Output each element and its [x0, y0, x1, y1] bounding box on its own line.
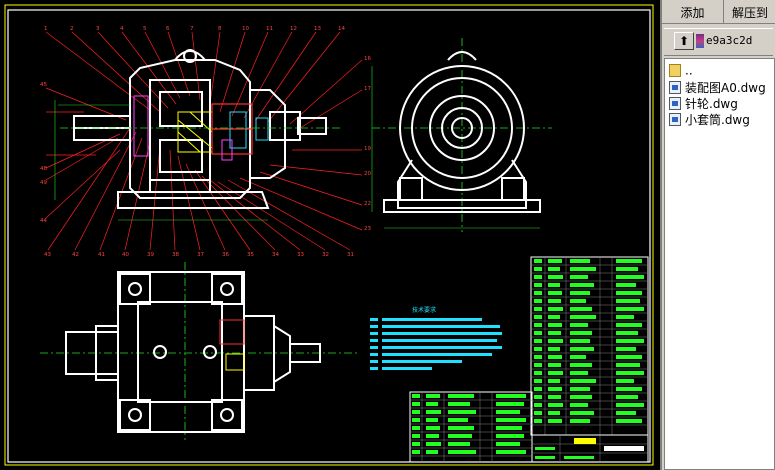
technical-requirements: 技术要求 [370, 306, 502, 370]
svg-text:6: 6 [166, 26, 170, 32]
svg-text:5: 5 [143, 26, 147, 32]
svg-text:32: 32 [322, 252, 329, 258]
file-item-sleeve-dwg[interactable]: 小套筒.dwg [669, 111, 750, 127]
svg-text:44: 44 [40, 218, 47, 224]
svg-text:35: 35 [247, 252, 254, 258]
svg-text:16: 16 [364, 56, 371, 62]
svg-text:2: 2 [70, 26, 74, 32]
svg-text:43: 43 [44, 252, 51, 258]
svg-text:31: 31 [347, 252, 354, 258]
svg-text:10: 10 [242, 26, 249, 32]
svg-text:40: 40 [122, 252, 129, 258]
svg-text:7: 7 [190, 26, 194, 32]
svg-text:4: 4 [120, 26, 124, 32]
file-list[interactable]: .. 装配图A0.dwg 针轮.dwg 小套筒.dwg [664, 58, 775, 470]
svg-text:45: 45 [40, 82, 47, 88]
svg-text:48: 48 [40, 166, 47, 172]
svg-text:20: 20 [364, 171, 371, 177]
svg-text:12: 12 [290, 26, 297, 32]
archive-name: e9a3c2d [706, 34, 753, 47]
svg-text:14: 14 [338, 26, 345, 32]
winrar-panel: 添加 解压到 ⬆ e9a3c2d .. 装配图A0.dwg 针轮.dwg 小套筒… [660, 0, 775, 470]
dwg-file-icon [669, 81, 681, 94]
file-item-label: 针轮.dwg [685, 97, 738, 111]
file-item-label: 小套筒.dwg [685, 113, 750, 127]
extract-to-button-label: 解压到 [731, 6, 768, 20]
svg-text:33: 33 [297, 252, 304, 258]
svg-text:41: 41 [98, 252, 105, 258]
svg-text:13: 13 [314, 26, 321, 32]
parts-list-table [530, 256, 649, 436]
extract-to-button[interactable]: 解压到 [724, 0, 775, 24]
svg-text:11: 11 [266, 26, 273, 32]
lower-parts-list [409, 391, 533, 463]
svg-text:22: 22 [364, 201, 371, 207]
file-item-label: .. [685, 63, 693, 78]
side-view [371, 38, 552, 232]
file-item-assembly-dwg[interactable]: 装配图A0.dwg [669, 79, 766, 95]
up-folder-button[interactable]: ⬆ [674, 32, 694, 50]
svg-text:1: 1 [44, 26, 48, 32]
dwg-file-icon [669, 113, 681, 126]
drawing-border [7, 9, 651, 463]
svg-text:36: 36 [222, 252, 229, 258]
file-item-parent[interactable]: .. [669, 63, 693, 79]
file-item-pin-wheel-dwg[interactable]: 针轮.dwg [669, 95, 738, 111]
drawing-frame [4, 4, 654, 466]
folder-icon [669, 64, 681, 77]
svg-text:39: 39 [147, 252, 154, 258]
svg-text:49: 49 [40, 180, 47, 186]
svg-text:17: 17 [364, 86, 371, 92]
tech-requirements-title: 技术要求 [412, 306, 436, 314]
svg-text:38: 38 [172, 252, 179, 258]
svg-text:8: 8 [218, 26, 222, 32]
up-arrow-icon: ⬆ [678, 34, 690, 48]
svg-text:34: 34 [272, 252, 279, 258]
add-button-label: 添加 [680, 6, 705, 20]
add-button[interactable]: 添加 [662, 0, 724, 24]
path-bar: ⬆ e9a3c2d [664, 28, 773, 56]
file-item-label: 装配图A0.dwg [685, 81, 766, 95]
plan-view [40, 262, 360, 440]
svg-text:19: 19 [364, 146, 371, 152]
svg-text:3: 3 [96, 26, 100, 32]
svg-text:37: 37 [197, 252, 204, 258]
title-block [531, 434, 649, 463]
dwg-file-icon [669, 97, 681, 110]
archive-icon [696, 34, 704, 48]
svg-text:23: 23 [364, 226, 371, 232]
svg-text:42: 42 [72, 252, 79, 258]
